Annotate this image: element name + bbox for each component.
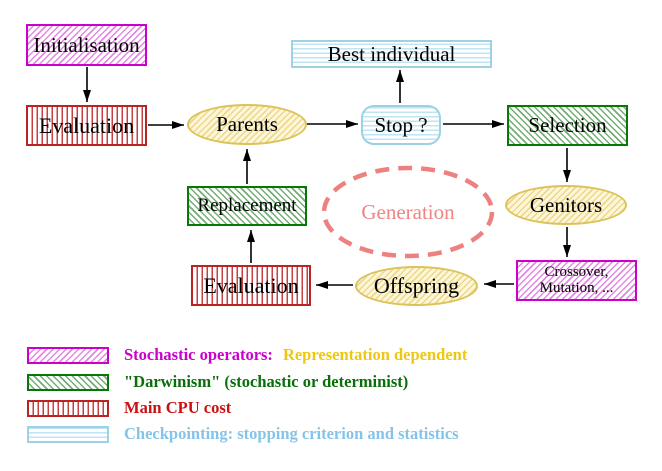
node-crossover-mutation: Crossover, Mutation, ... [516,260,637,301]
node-selection: Selection [507,105,628,146]
node-genitors: Genitors [505,185,627,225]
legend-text-main-cpu-cost: Main CPU cost [124,398,232,417]
node-initialisation: Initialisation [26,24,147,66]
legend-label-stochastic: Stochastic operators: Representation depe… [124,345,467,365]
legend-swatch-cyan-horizontal [27,425,109,443]
mutation-line: Mutation, ... [539,279,614,296]
legend-swatch-red-vertical [27,399,109,417]
generation-label: Generation [361,199,455,224]
crossover-line: Crossover, [544,263,609,280]
node-parents: Parents [187,104,307,145]
node-evaluation-top: Evaluation [26,105,147,146]
legend-swatch-green-diagonal [27,373,109,391]
node-replacement: Replacement [187,186,307,226]
legend-row-darwinism: "Darwinism" (stochastic or determinist) [27,372,408,392]
node-stop: Stop ? [361,105,441,145]
legend-text-darwinism: "Darwinism" (stochastic or determinist) [124,372,409,391]
legend-row-cpu-cost: Main CPU cost [27,398,231,418]
legend-text-checkpointing: Checkpointing: stopping criterion and st… [124,424,459,443]
generation-dashed-ellipse [321,165,495,259]
node-best-individual: Best individual [291,40,492,68]
node-evaluation-bottom: Evaluation [191,265,311,306]
node-offspring: Offspring [355,266,478,306]
legend-row-stochastic: Stochastic operators: Representation depe… [27,345,467,365]
legend-text-representation-dependent: Representation dependent [282,345,468,364]
legend-swatch-magenta-diagonal [27,346,109,364]
legend-row-checkpointing: Checkpointing: stopping criterion and st… [27,424,459,444]
legend-text-stochastic-operators: Stochastic operators: [124,345,273,364]
